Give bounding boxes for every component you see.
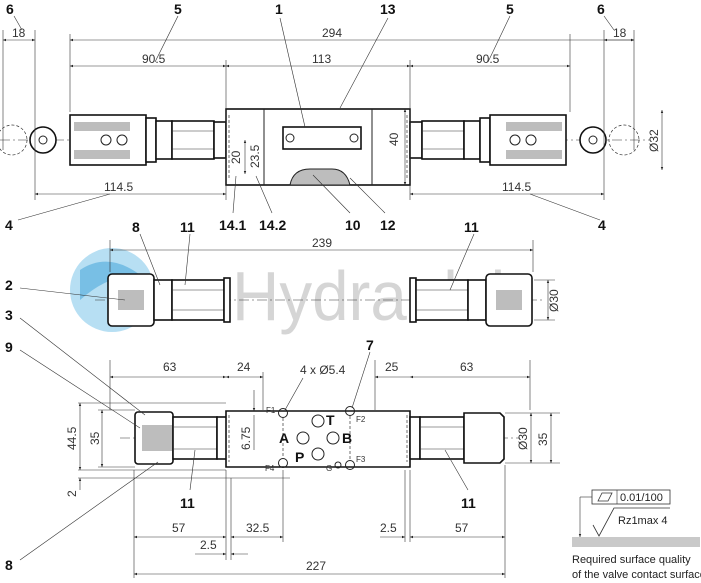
mounting-hole-F1 [278,408,288,418]
hex-body-left [171,279,225,321]
dim-2-5: 2.5 [200,538,217,552]
hole-label-G: G [326,464,332,473]
callout-5: 5 [506,1,514,17]
dim-23-5: 23.5 [248,144,262,168]
port-A-hole [296,431,310,445]
callout-11: 11 [461,495,476,511]
callout-8: 8 [132,219,140,235]
port-B-hole [326,431,340,445]
dim-44-5: 44.5 [65,426,79,450]
hole-label-F2: F2 [356,415,366,424]
hex-nut-right [421,120,465,160]
callout-7: 7 [366,337,374,353]
mounting-hole-F2 [345,406,355,416]
callout-1: 1 [275,1,283,17]
dim-63: 63 [460,360,474,374]
lever-knob-left [29,126,57,154]
dim-114-5: 114.5 [502,180,531,194]
hole-label-F1: F1 [266,406,276,415]
dim-diameter-30: Ø30 [547,289,561,312]
callout-8: 8 [5,557,13,573]
dim-90-5: 90.5 [142,52,166,66]
callout-6: 6 [597,1,605,17]
hex-nut-left [171,120,215,160]
dim-63: 63 [163,360,177,374]
roughness-value: Rz1max 4 [618,515,668,527]
callout-4: 4 [5,217,13,233]
dim-227: 227 [306,559,326,573]
dim-114-5: 114.5 [104,180,133,194]
callout-3: 3 [5,307,13,323]
port-label-T: T [326,412,335,428]
surface-quality-note: 0.01/100 Rz1max 4 Required surface quali… [572,489,701,581]
dim-25: 25 [385,360,399,374]
port-T-hole [311,414,325,428]
callout-13: 13 [380,1,396,17]
dim-diameter-32: Ø32 [647,129,661,152]
dim-113: 113 [312,52,331,66]
middle-view: 8 11 11 2 239 Ø30 [5,219,561,327]
end-cap-right [463,412,505,464]
lever-position-dashed [0,124,28,156]
callout-11: 11 [180,219,195,235]
dim-35: 35 [536,432,550,446]
mounting-hole-F3 [345,460,355,470]
callout-14-2: 14.2 [259,217,286,233]
callout-11: 11 [180,495,195,511]
callout-11: 11 [464,219,479,235]
dim-18: 18 [613,26,627,40]
dim-40: 40 [387,132,401,146]
dim-2-5: 2.5 [380,521,397,535]
dim-18: 18 [12,26,26,40]
dim-4x-diameter-5-4: 4 x Ø5.4 [300,363,346,377]
callout-6: 6 [6,1,14,17]
dim-2: 2 [65,490,79,497]
valve-body-mounting-face [225,410,411,468]
watermark: Hydraulch [70,248,527,335]
locating-hole-G [334,461,342,469]
mounting-hole-F4 [278,458,288,468]
hole-label-F3: F3 [356,455,366,464]
dim-32-5: 32.5 [246,521,270,535]
port-label-A: A [279,430,289,446]
port-label-P: P [295,449,304,465]
dim-24: 24 [237,360,251,374]
roughness-symbol-icon [592,507,670,537]
surface-note-line-1: Required surface quality [572,554,691,566]
top-view: 6 5 1 13 5 6 4 14.1 14.2 10 12 4 18 294 … [0,1,664,233]
dim-239: 239 [312,236,332,250]
port-label-B: B [342,430,352,446]
dim-294: 294 [322,26,342,40]
callout-9: 9 [5,339,13,355]
dim-20: 20 [229,150,243,164]
port-P-hole [311,447,325,461]
callout-14-1: 14.1 [219,217,246,233]
dim-57: 57 [455,521,469,535]
hex-body-right [415,279,469,321]
flatness-symbol-icon [597,492,613,502]
lever-knob-right [579,126,607,154]
dim-57: 57 [172,521,186,535]
nameplate [282,126,362,150]
dim-35: 35 [88,431,102,445]
surface-note-line-2: of the valve contact surface [572,569,701,581]
dim-6-75: 6.75 [239,426,253,450]
callout-4: 4 [598,217,606,233]
dim-90-5: 90.5 [476,52,500,66]
callout-12: 12 [380,217,396,233]
hole-label-F4: F4 [265,464,275,473]
callout-10: 10 [345,217,361,233]
dim-diameter-30: Ø30 [516,427,530,450]
flatness-tolerance: 0.01/100 [620,492,663,504]
callout-5: 5 [174,1,182,17]
callout-2: 2 [5,277,13,293]
bottom-view: A T B P F1 F2 F3 F4 G [5,307,560,578]
